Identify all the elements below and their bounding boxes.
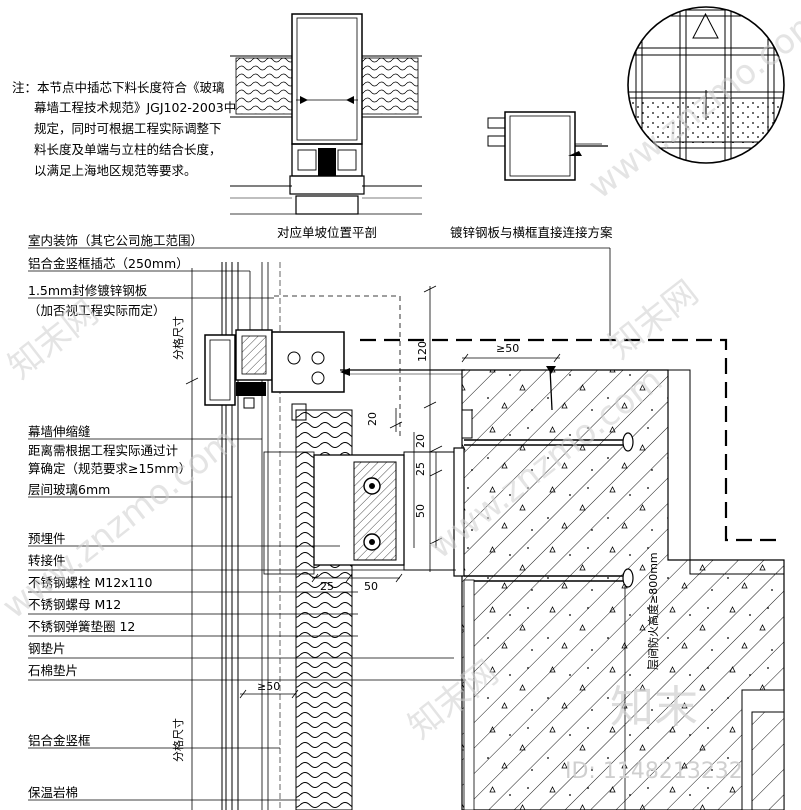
caption-direct-connection: 镀锌钢板与横框直接连接方案: [450, 225, 613, 240]
watermark-id: ID: 1148213232: [565, 759, 743, 784]
dim-grid-size-bottom: 分格尺寸: [171, 718, 185, 762]
dim-50-vertical: 50: [414, 504, 427, 518]
label-expansion-joint: 幕墙伸缩缝: [28, 424, 91, 439]
note-line-2: 幕墙工程技术规范》JGJ102-2003中: [34, 100, 236, 115]
label-steel-shim: 钢垫片: [28, 641, 66, 656]
leader-lines: [28, 247, 611, 801]
direct-connection-detail: [487, 111, 608, 181]
dim-fire-height: 层间防火高度≥800mm: [646, 552, 660, 670]
dimension-lines: [185, 268, 626, 810]
watermark-logo-3: 知末网: [601, 273, 706, 367]
dim-20-b: 20: [414, 434, 427, 448]
dim-120: 120: [416, 341, 429, 362]
label-galvanized-plate-note: （加否视工程实际而定）: [28, 303, 166, 318]
label-joint-requirement: 算确定（规范要求≥15mm）: [28, 461, 191, 476]
dim-25-horizontal: 25: [320, 580, 334, 593]
label-embedded-part: 预埋件: [28, 531, 66, 546]
dim-25-vertical: 25: [414, 462, 427, 476]
dim-ge50-top: ≥50: [496, 342, 519, 355]
note-line-3: 规定，同时可根据工程实际调整下: [34, 121, 222, 136]
watermark-brand: 知末: [610, 682, 698, 733]
note-line-1: 注：本节点中插芯下料长度符合《玻璃: [12, 80, 225, 95]
label-mullion-insert: 铝合金竖框插芯（250mm）: [28, 256, 189, 271]
label-galvanized-plate: 1.5mm封修镀锌钢板: [28, 283, 148, 298]
label-interior-finish: 室内装饰（其它公司施工范围）: [28, 233, 203, 248]
note-line-5: 以满足上海地区规范等要求。: [34, 163, 197, 178]
label-asbestos-shim: 石棉垫片: [28, 663, 78, 678]
plan-section-detail: [230, 13, 422, 215]
label-rock-wool: 保温岩棉: [28, 785, 78, 800]
label-joint-distance: 距离需根据工程实际通过计: [28, 443, 178, 458]
label-interlayer-glass: 层间玻璃6mm: [28, 482, 110, 497]
caption-plan-section: 对应单坡位置平剖: [277, 225, 377, 240]
main-section-drawing: [204, 262, 785, 810]
label-adapter: 转接件: [28, 553, 66, 568]
dim-20-a: 20: [366, 412, 379, 426]
dim-50-horizontal: 50: [364, 580, 378, 593]
dim-ge50-bottom: ≥50: [257, 680, 280, 693]
dim-grid-size-top: 分格尺寸: [171, 316, 185, 360]
label-aluminum-mullion: 铝合金竖框: [28, 733, 91, 748]
label-nut: 不锈钢螺母 M12: [28, 597, 121, 612]
label-bolt: 不锈钢螺栓 M12x110: [28, 575, 152, 590]
magnified-circle-detail: [627, 6, 785, 164]
note-line-4: 料长度及单端与立柱的结合长度，: [34, 142, 222, 157]
label-spring-washer: 不锈钢弹簧垫圈 12: [28, 619, 135, 634]
